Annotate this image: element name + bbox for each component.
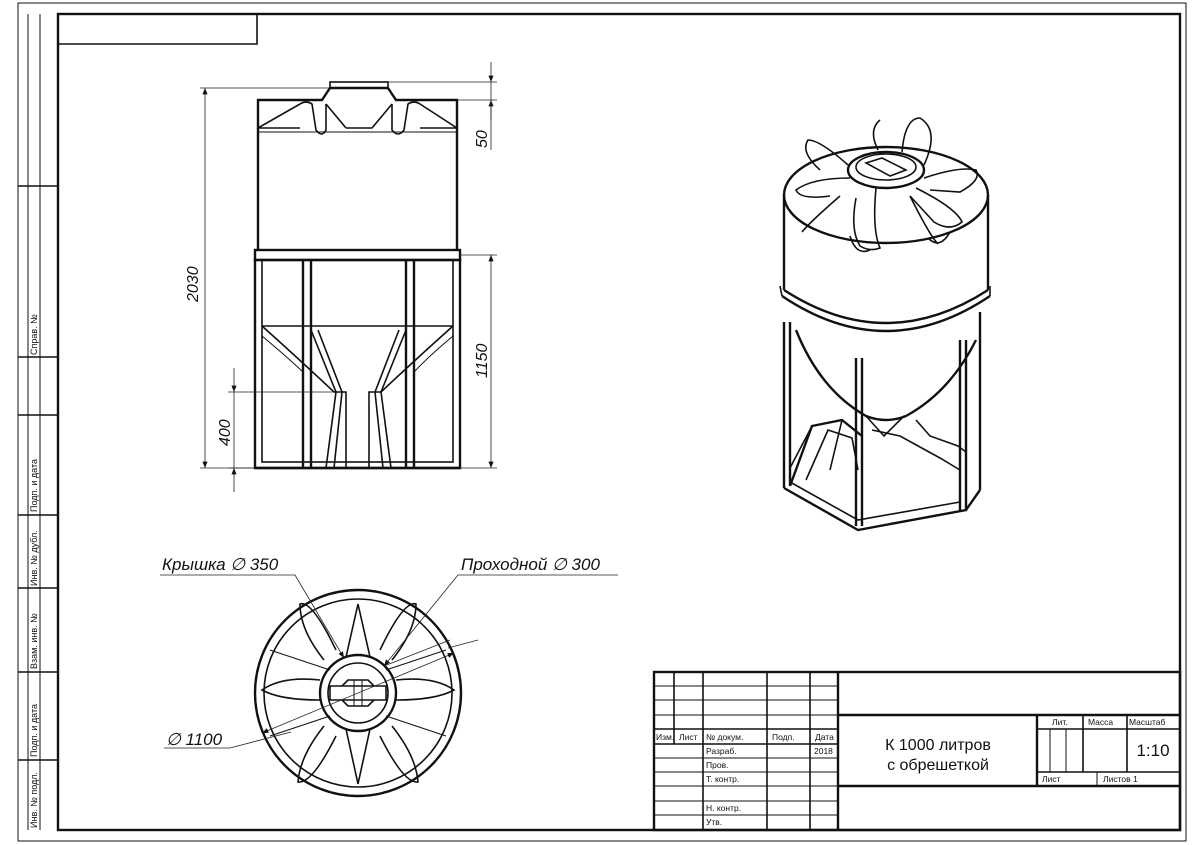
sheet-frame bbox=[17, 2, 1187, 842]
side-label-sprav: Справ. № bbox=[29, 314, 39, 355]
tb-header-izm: Изм. bbox=[656, 732, 674, 742]
side-label-inv-podl: Инв. № подл. bbox=[29, 772, 39, 828]
iso-lid bbox=[846, 150, 926, 190]
dim-2030: 2030 bbox=[185, 266, 202, 303]
dim-400: 400 bbox=[217, 419, 234, 446]
top-view: Крышка ∅ 350 Проходной ∅ 300 ∅ 1100 bbox=[160, 555, 618, 798]
tank-rim bbox=[253, 248, 462, 262]
iso-lid-handle bbox=[863, 157, 908, 177]
tb-header-signature: Подп. bbox=[772, 732, 795, 742]
tb-row-n-kontr: Н. контр. bbox=[706, 803, 741, 813]
lid-profile bbox=[329, 81, 389, 89]
tb-row-utv: Утв. bbox=[706, 817, 722, 827]
dimension-frame-height: 1150 bbox=[460, 254, 497, 469]
tb-header-list: Лист bbox=[679, 732, 698, 742]
tb-title-line1: К 1000 литров bbox=[885, 737, 991, 754]
tb-row-year: 2018 bbox=[814, 746, 833, 756]
side-label-inv-dubl: Инв. № дубл. bbox=[29, 530, 39, 586]
callout-leaders bbox=[160, 574, 618, 749]
tb-header-doc-no: № докум. bbox=[706, 732, 743, 742]
support-frame bbox=[253, 258, 462, 470]
side-label-podp-data-2: Подп. и дата bbox=[29, 704, 39, 757]
callout-tank-diameter: ∅ 1100 bbox=[166, 730, 223, 749]
tb-row-t-kontr: Т. контр. bbox=[706, 774, 739, 784]
outer-diameter-circle bbox=[253, 588, 463, 798]
iso-frame bbox=[782, 312, 982, 532]
front-view: 2030 50 1150 400 bbox=[185, 62, 497, 492]
tb-row-prov: Пров. bbox=[706, 760, 728, 770]
top-view-ribs bbox=[260, 602, 456, 785]
top-left-stamp-box bbox=[58, 14, 258, 45]
tb-sheet-label: Лист bbox=[1042, 774, 1061, 784]
dim-50: 50 bbox=[474, 130, 491, 148]
dim-1150: 1150 bbox=[474, 343, 491, 378]
side-label-podp-data-1: Подп. и дата bbox=[29, 459, 39, 512]
side-label-vzam-inv: Взам. инв. № bbox=[29, 613, 39, 669]
tb-title-line2: с обрешеткой bbox=[887, 757, 989, 774]
tb-scale-value: 1:10 bbox=[1136, 741, 1169, 760]
tb-header-date: Дата bbox=[815, 732, 834, 742]
side-stamp: Справ. № Подп. и дата Инв. № дубл. Взам.… bbox=[18, 14, 58, 830]
isometric-view bbox=[779, 117, 991, 532]
callout-lid-diameter: Крышка ∅ 350 bbox=[162, 555, 279, 574]
dimension-cone-height: 400 bbox=[217, 368, 334, 492]
tb-lit-label: Лит. bbox=[1052, 717, 1068, 727]
dimension-total-height: 2030 bbox=[185, 87, 330, 469]
title-block: Изм. Лист № докум. Подп. Дата Разраб. 20… bbox=[652, 670, 1182, 832]
tb-mass-label: Масса bbox=[1088, 717, 1113, 727]
tb-scale-label: Масштаб bbox=[1129, 717, 1165, 727]
tb-sheets-count: Листов 1 bbox=[1103, 774, 1138, 784]
cone-section bbox=[261, 325, 454, 469]
dimension-cap-height: 50 bbox=[388, 62, 497, 150]
tb-row-razrab: Разраб. bbox=[706, 746, 737, 756]
callout-passage-diameter: Проходной ∅ 300 bbox=[461, 555, 600, 574]
